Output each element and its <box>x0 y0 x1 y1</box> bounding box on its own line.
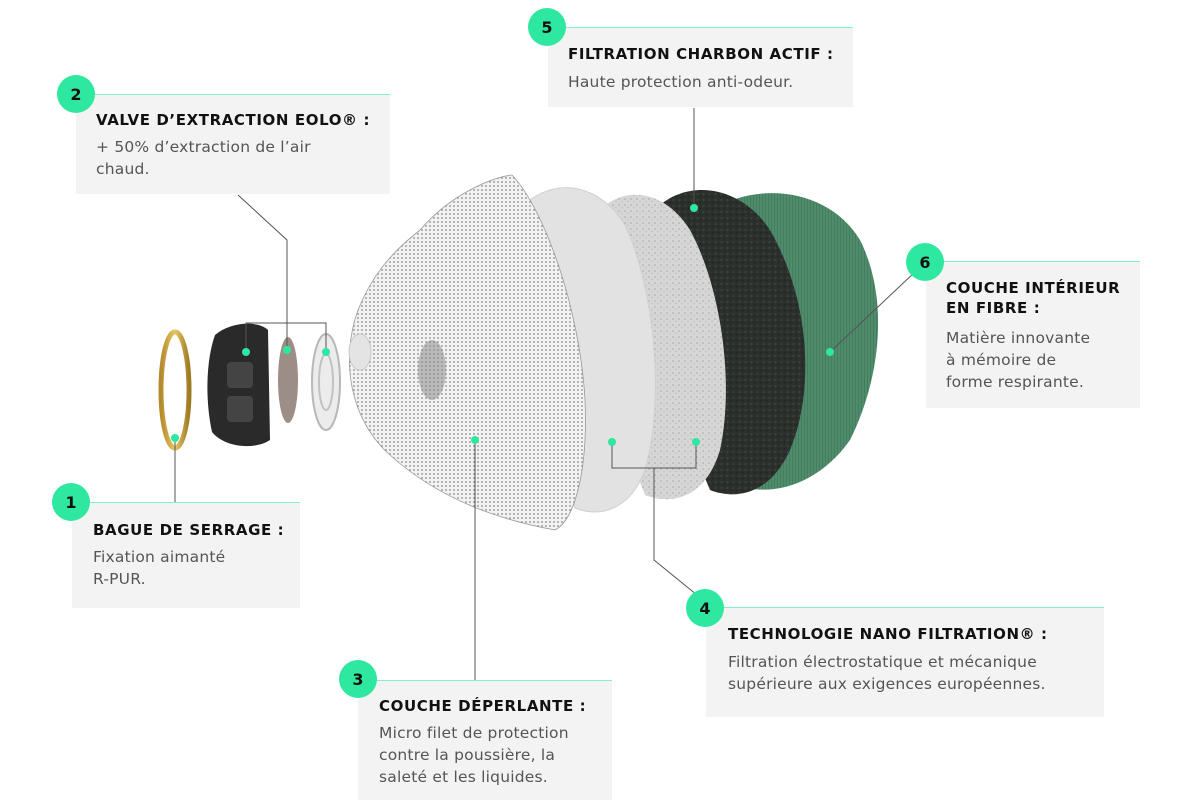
mesh-valve-opening <box>348 333 372 371</box>
callout-repellent-layer <box>358 680 612 800</box>
callout-accent-line <box>72 502 300 503</box>
callout-clamping-ring <box>72 502 300 608</box>
valve-membrane-shape <box>278 337 298 423</box>
callout-desc-line: Filtration électrostatique et mécanique <box>728 653 1037 671</box>
callout-nano-filtration <box>706 607 1104 717</box>
callout-desc-line: Fixation aimanté <box>93 548 226 566</box>
callout-desc-line: Micro filet de protection <box>379 724 569 742</box>
callout-description: Fixation aimanté R-PUR. <box>93 546 225 590</box>
callout-accent-line <box>548 27 853 28</box>
callout-number-badge: 1 <box>52 483 90 521</box>
callout-number-badge: 6 <box>906 243 944 281</box>
callout-desc-line: contre la poussière, la <box>379 746 556 764</box>
callout-number-badge: 5 <box>528 8 566 46</box>
callout-desc-line: supérieure aux exigences européennes. <box>728 675 1046 693</box>
repellent-mesh-shape <box>348 174 586 531</box>
callout-desc-line: R-PUR. <box>93 570 146 588</box>
callout-title: TECHNOLOGIE NANO FILTRATION® : <box>728 625 1048 643</box>
valve-housing-window <box>227 362 253 388</box>
callout-accent-line <box>358 680 612 681</box>
callout-desc-line: forme respirante. <box>946 373 1085 391</box>
callout-desc-line: Matière innovante <box>946 329 1091 347</box>
callout-number-badge: 4 <box>686 589 724 627</box>
callout-accent-line <box>706 607 1104 608</box>
clamping-ring-shape <box>158 329 192 451</box>
mesh-valve-hole <box>418 340 446 400</box>
callout-number-badge: 3 <box>339 660 377 698</box>
callout-description: Filtration électrostatique et mécanique … <box>728 651 1046 695</box>
callout-fiber-layer <box>926 261 1140 408</box>
callout-desc-line: + 50% d’extraction de l’air <box>96 138 311 156</box>
callout-number-badge: 2 <box>57 75 95 113</box>
valve-housing-window <box>227 396 253 422</box>
callout-title: COUCHE INTÉRIEUR EN FIBRE : <box>946 278 1120 318</box>
callout-title: BAGUE DE SERRAGE : <box>93 521 285 539</box>
callout-desc-line: Haute protection anti-odeur. <box>568 73 794 91</box>
callout-description: Haute protection anti-odeur. <box>568 71 793 93</box>
callout-title: FILTRATION CHARBON ACTIF : <box>568 45 834 63</box>
callout-activated-carbon <box>548 27 853 107</box>
anchor-dots <box>171 204 834 446</box>
callout-exhaust-valve <box>76 94 390 194</box>
callout-description: Micro filet de protection contre la pous… <box>379 722 569 788</box>
callout-title-line: EN FIBRE : <box>946 299 1041 317</box>
callout-accent-line <box>76 94 390 95</box>
callout-description: + 50% d’extraction de l’air chaud. <box>96 136 311 180</box>
callout-desc-line: à mémoire de <box>946 351 1057 369</box>
callout-desc-line: chaud. <box>96 160 150 178</box>
callout-accent-line <box>926 261 1140 262</box>
callout-title: VALVE D’EXTRACTION EOLO® : <box>96 111 371 129</box>
callout-description: Matière innovante à mémoire de forme res… <box>946 327 1090 393</box>
connector-lines <box>174 108 916 680</box>
callout-desc-line: saleté et les liquides. <box>379 768 548 786</box>
callout-title-line: COUCHE INTÉRIEUR <box>946 279 1121 297</box>
callout-title: COUCHE DÉPERLANTE : <box>379 697 587 715</box>
